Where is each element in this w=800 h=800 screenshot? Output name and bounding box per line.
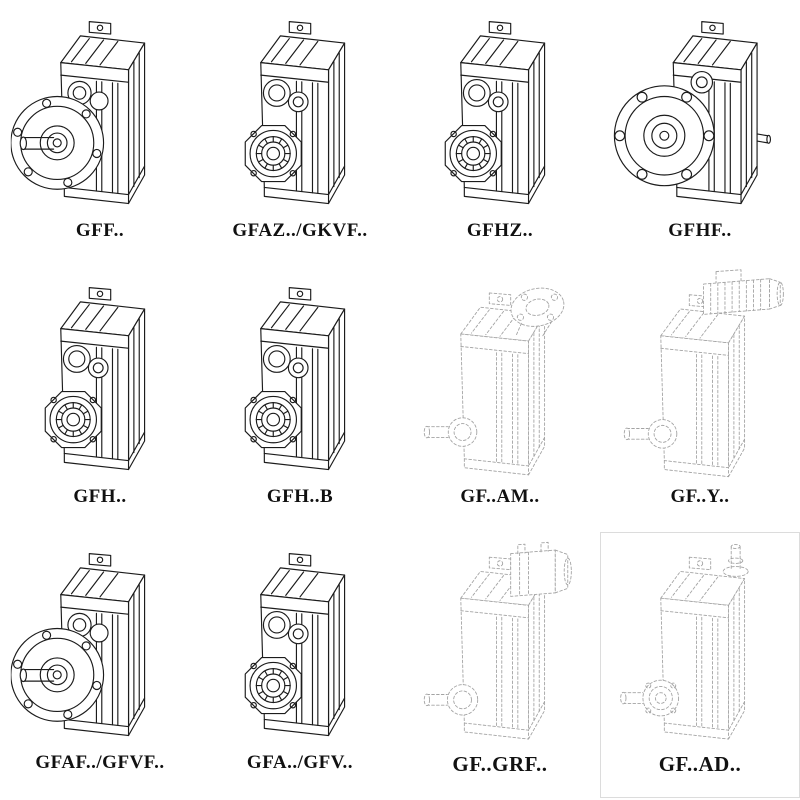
product-figure: GF..Y.. <box>600 266 800 532</box>
product-label: GFH.. <box>73 486 127 507</box>
gearbox-foot-mounted-drawing <box>202 268 398 482</box>
gearbox-input-shaft-drawing <box>602 534 798 748</box>
product-figure: GFH..B <box>200 266 400 532</box>
gearbox-foot-mounted-drawing <box>2 268 198 482</box>
product-label: GFAF../GFVF.. <box>35 752 165 773</box>
gearbox-with-motor-drawing <box>602 268 798 482</box>
product-label: GFH..B <box>266 486 334 507</box>
product-figure: GF..AD.. <box>600 532 800 798</box>
product-label: GF..AM.. <box>460 486 540 507</box>
gearbox-input-adapter-drawing <box>402 534 598 748</box>
product-label: GF..Y.. <box>670 486 730 507</box>
gearbox-flange-drawing <box>2 534 198 748</box>
product-figure: GFF.. <box>0 0 200 266</box>
gearbox-flange-front-drawing <box>602 2 798 216</box>
product-label: GFHZ.. <box>466 220 534 241</box>
gearbox-hollow-shaft-drawing <box>202 2 398 216</box>
product-figure: GF..AM.. <box>400 266 600 532</box>
product-label: GF..GRF.. <box>452 752 548 776</box>
gearbox-flange-drawing <box>2 2 198 216</box>
product-figure: GFH.. <box>0 266 200 532</box>
product-figure: GFHZ.. <box>400 0 600 266</box>
product-label: GFHF.. <box>668 220 732 241</box>
product-label: GFF.. <box>75 220 125 241</box>
gearbox-hollow-shaft-drawing <box>402 2 598 216</box>
gearbox-hollow-shaft-drawing <box>202 534 398 748</box>
product-figure: GFAF../GFVF.. <box>0 532 200 798</box>
product-figure: GF..GRF.. <box>400 532 600 798</box>
product-figure: GFA../GFV.. <box>200 532 400 798</box>
product-figure: GFAZ../GKVF.. <box>200 0 400 266</box>
gearbox-adapter-flange-drawing <box>402 268 598 482</box>
product-label: GF..AD.. <box>658 752 742 776</box>
product-label: GFA../GFV.. <box>246 752 354 773</box>
product-label: GFAZ../GKVF.. <box>232 220 368 241</box>
product-figure: GFHF.. <box>600 0 800 266</box>
